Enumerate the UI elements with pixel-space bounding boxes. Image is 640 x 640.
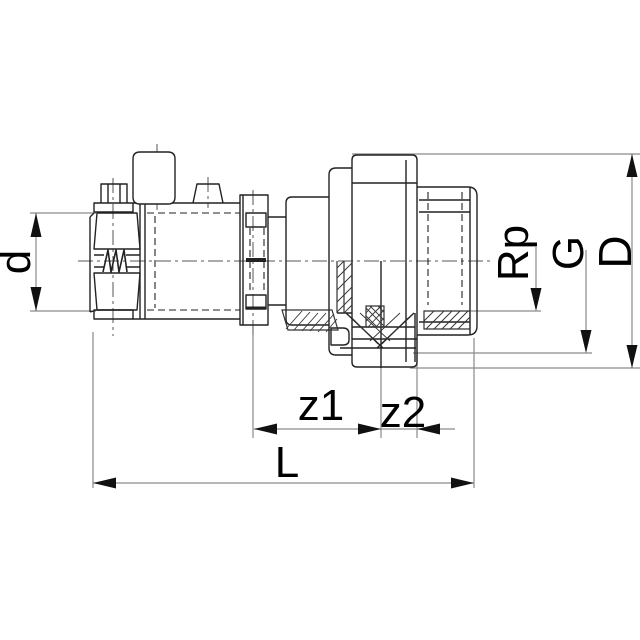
arrow-z1-right: [358, 423, 381, 435]
boss: [192, 183, 224, 204]
grip-ring: [102, 249, 128, 273]
clip-tab: [132, 151, 176, 205]
label-rp: Rp: [489, 225, 538, 281]
arrow-d-down: [30, 287, 42, 311]
dimension-lines: [30, 153, 640, 488]
section-hatching: [281, 260, 471, 345]
arrow-d-up: [30, 213, 42, 237]
label-g: G: [544, 236, 593, 270]
arrow-z2-left: [417, 423, 440, 435]
arrow-D-down: [626, 345, 638, 368]
fitting-outline: [89, 151, 478, 368]
arrow-g-down: [580, 330, 592, 353]
label-z2: z2: [380, 388, 426, 437]
label-d: d: [0, 250, 40, 274]
arrow-D-up: [626, 154, 638, 177]
arrow-rp-down: [530, 288, 542, 311]
label-z1: z1: [298, 381, 344, 430]
label-D: D: [589, 235, 640, 268]
hidden-lines: [147, 192, 463, 311]
arrow-z1-left: [254, 423, 277, 435]
arrow-L-right: [451, 477, 474, 489]
label-L: L: [275, 438, 299, 487]
dimension-arrows: [30, 154, 638, 489]
dimension-labels: d Rp G D z1 z2 L: [0, 225, 640, 487]
arrow-L-left: [93, 477, 116, 489]
